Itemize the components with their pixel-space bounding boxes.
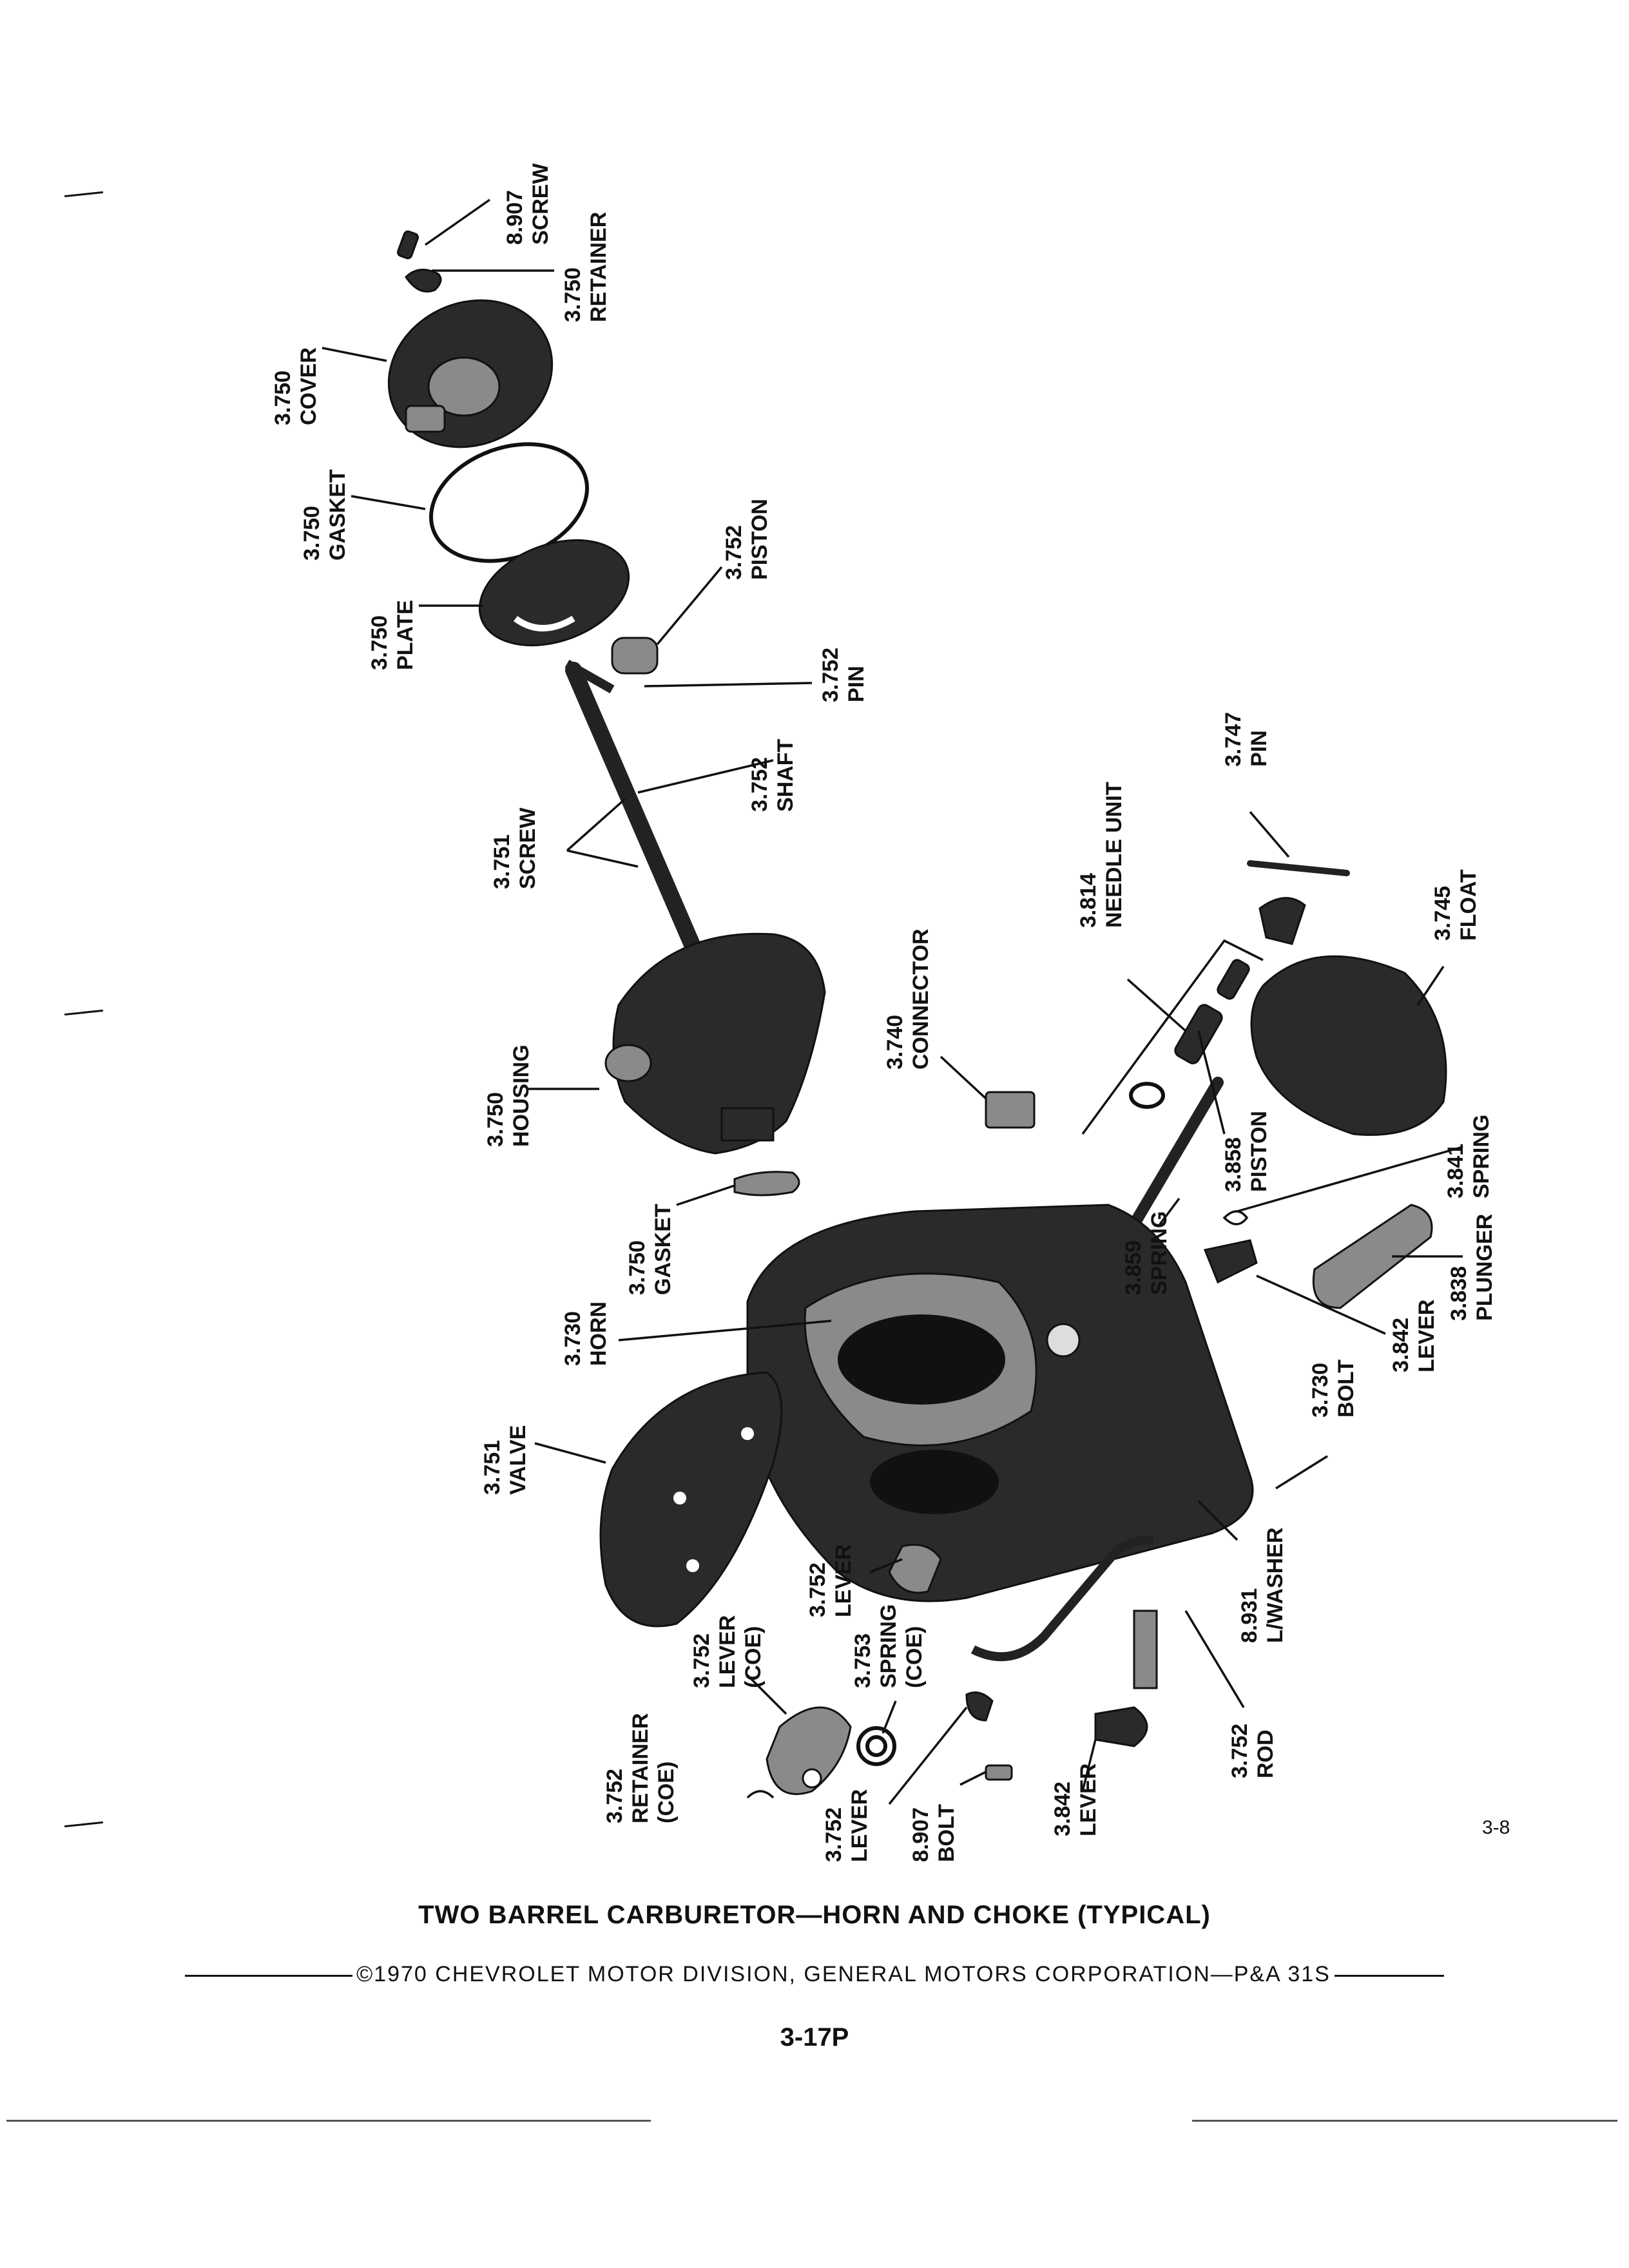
part-labels: 8.907SCREW 3.750RETAINER 3.750COVER 3.75… (271, 163, 1497, 1862)
spring-3841-illustration (1222, 1210, 1249, 1225)
label-spring-3841: 3.841SPRING (1443, 1115, 1494, 1198)
label-lever-3842-low: 3.842LEVER (1050, 1763, 1101, 1836)
connector-3740-illustration (985, 1091, 1036, 1129)
spring-3859-illustration (1128, 1077, 1224, 1230)
cover-3750-illustration (387, 299, 554, 448)
label-lever-3752: 3.752LEVER (805, 1544, 856, 1617)
label-shaft-3752: 3.752SHAFT (747, 738, 798, 812)
label-pin-3747: 3.747PIN (1221, 712, 1271, 767)
label-retainer-3750: 3.750RETAINER (561, 212, 611, 322)
copyright-rule-right (1334, 1974, 1444, 1977)
lever-3842-low-illustration (1094, 1610, 1158, 1747)
label-gasket-3750-low: 3.750GASKET (625, 1204, 675, 1295)
housing-3750-illustration (604, 932, 826, 1155)
plunger-3838-illustration (1312, 1204, 1433, 1309)
label-piston-3752: 3.752PISTON (722, 499, 772, 580)
rod-3752-illustration (970, 1535, 1154, 1662)
screw-8907-illustration (397, 230, 419, 260)
gasket-3750-low-illustration (733, 1171, 800, 1196)
label-needle-unit-3814: 3.814NEEDLE UNIT (1076, 782, 1126, 928)
leader-lines (322, 198, 1463, 1805)
label-connector-3740: 3.740CONNECTOR (883, 929, 933, 1070)
label-lever-3842-upper: 3.842LEVER (1389, 1300, 1439, 1372)
spring-coe-3753-illustration (856, 1726, 896, 1766)
copyright-rule-left (185, 1974, 353, 1977)
figure-number: 3-17P (780, 2023, 849, 2052)
lever-3752-illustration (888, 1544, 942, 1594)
valve-3751-illustration (599, 1371, 783, 1628)
label-pin-3752: 3.752PIN (818, 648, 869, 702)
label-retainer-coe-3752: 3.752RETAINER(COE) (602, 1713, 679, 1823)
label-cover-3750: 3.750COVER (271, 347, 321, 425)
lever-coe-3752-illustration (766, 1706, 852, 1795)
lever-3842-upper-illustration (1203, 1239, 1258, 1284)
label-horn-3730: 3.730HORN (561, 1302, 611, 1366)
label-screw-3751: 3.751SCREW (490, 807, 540, 889)
part-illustrations (387, 230, 1447, 1799)
bottom-rule-left (6, 2120, 651, 2122)
label-spring-coe-3753: 3.753SPRING(COE) (851, 1604, 927, 1688)
retainer-3750-illustration (405, 269, 442, 293)
label-screw-8907: 8.907SCREW (503, 163, 553, 245)
needle-unit-3814-illustration (1081, 939, 1264, 1135)
label-valve-3751: 3.751VALVE (480, 1425, 530, 1495)
plate-3750-illustration (478, 539, 630, 647)
label-plunger-3838: 3.838PLUNGER (1447, 1214, 1497, 1321)
bottom-rule-right (1192, 2120, 1617, 2122)
label-plate-3750: 3.750PLATE (367, 600, 418, 670)
horn-3730-illustration (746, 1204, 1254, 1602)
page-number: 3-8 (1482, 1817, 1510, 1838)
float-3745-illustration (1250, 897, 1447, 1136)
lever-3752-low-illustration (965, 1691, 994, 1722)
shaft-3752-illustration (564, 659, 704, 962)
copyright-line: ©1970 CHEVROLET MOTOR DIVISION, GENERAL … (0, 1962, 1629, 1987)
label-gasket-3750-top: 3.750GASKET (300, 469, 350, 561)
label-bolt-8907: 8.907BOLT (909, 1804, 959, 1862)
label-rod-3752: 3.752ROD (1228, 1724, 1278, 1778)
label-float-3745: 3.745FLOAT (1431, 869, 1481, 941)
label-piston-3858: 3.858PISTON (1221, 1111, 1271, 1192)
pin-3747-illustration (1247, 860, 1350, 876)
label-housing-3750: 3.750HOUSING (483, 1044, 534, 1147)
label-spring-3859: 3.859SPRING (1121, 1211, 1171, 1295)
figure-title: TWO BARREL CARBURETOR—HORN AND CHOKE (TY… (418, 1901, 1211, 1929)
label-lever-3752-low: 3.752LEVER (822, 1789, 872, 1862)
retainer-coe-3752-illustration (746, 1790, 775, 1799)
copyright-text: ©1970 CHEVROLET MOTOR DIVISION, GENERAL … (356, 1962, 1331, 1986)
piston-3752-illustration (611, 637, 659, 675)
label-lever-coe-3752: 3.752LEVER(COE) (689, 1615, 766, 1688)
label-bolt-3730: 3.730BOLT (1308, 1360, 1358, 1418)
bolt-8907-illustration (985, 1764, 1013, 1781)
label-washer-8931: 8.931L/WASHER (1237, 1528, 1287, 1643)
